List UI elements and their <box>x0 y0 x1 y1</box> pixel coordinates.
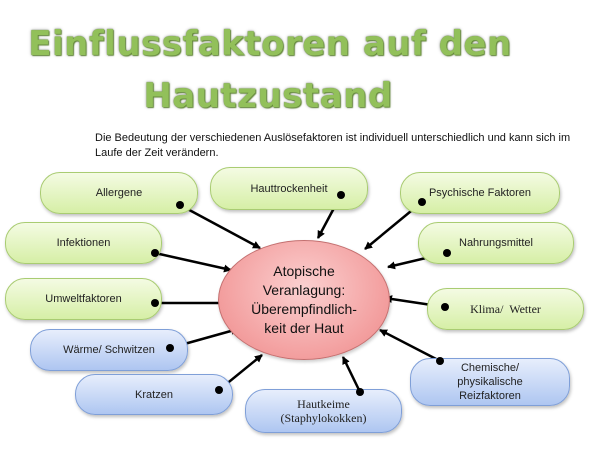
factor-label: Klima/ Wetter <box>470 302 541 316</box>
factor-label: Wärme/ Schwitzen <box>63 344 155 356</box>
center-text: Veranlagung: <box>262 282 346 298</box>
factor-label: Allergene <box>95 187 143 199</box>
factor-umwelt: Umweltfaktoren <box>5 278 162 320</box>
factor-nahrungsmittel: Nahrungsmittel <box>418 222 574 264</box>
factor-label: Reizfaktoren <box>459 390 521 402</box>
factor-waerme: Wärme/ Schwitzen <box>30 329 188 371</box>
factor-klima: Klima/ Wetter <box>427 288 584 330</box>
center-ellipse: Atopische Veranlagung: Überempfindlich- … <box>218 240 390 360</box>
factor-label: Infektionen <box>56 237 111 249</box>
factor-allergene: Allergene <box>40 172 198 214</box>
factor-psychische: Psychische Faktoren <box>400 172 560 214</box>
factor-label: Hautkeime <box>297 397 350 411</box>
center-text: keit der Haut <box>264 320 344 336</box>
factor-kratzen: Kratzen <box>75 374 233 415</box>
title-line-2: Hautzustand <box>143 76 393 116</box>
factor-label: physikalische <box>457 376 523 388</box>
center-text: Atopische <box>273 263 335 279</box>
factor-label: Psychische Faktoren <box>428 187 532 199</box>
factor-label: Kratzen <box>135 388 173 401</box>
arrow-infektionen <box>154 251 232 273</box>
factor-label: Nahrungsmittel <box>459 237 533 249</box>
factor-label: Chemische/ <box>460 362 520 374</box>
factor-label: Umweltfaktoren <box>45 293 122 305</box>
arrow-hautkeime <box>341 356 362 393</box>
arrow-chemische <box>379 328 441 363</box>
factor-infektionen: Infektionen <box>5 222 162 264</box>
factor-label: (Staphylokokken) <box>280 411 367 425</box>
arrow-allergene <box>179 203 261 250</box>
factor-hautkeime: Hautkeime (Staphylokokken) <box>245 389 402 433</box>
title-line-1: Einflussfaktoren auf den <box>28 24 512 64</box>
factor-chemische: Chemische/ physikalische Reizfaktoren <box>410 358 570 406</box>
center-text: Überempfindlich- <box>251 301 357 317</box>
subtitle: Die Bedeutung der verschiedenen Auslösef… <box>95 132 571 159</box>
factor-label: Hauttrockenheit <box>250 182 328 195</box>
factor-hauttrockenheit: Hauttrockenheit <box>210 167 368 210</box>
